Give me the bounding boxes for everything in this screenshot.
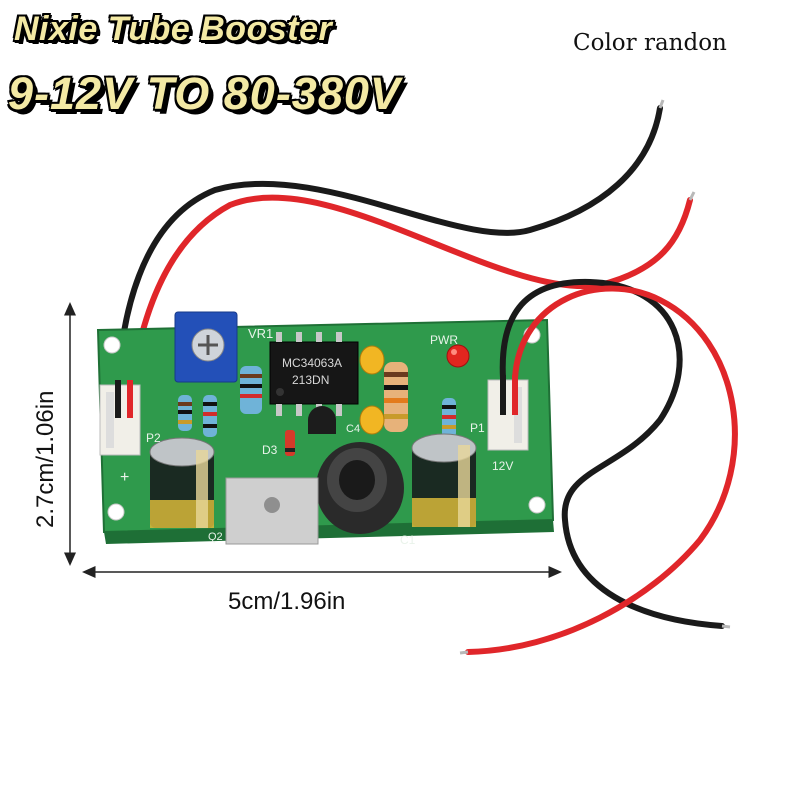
connector-p2 bbox=[99, 380, 141, 456]
diode-d3 bbox=[285, 430, 295, 456]
transistor bbox=[308, 406, 336, 434]
red-wire-right bbox=[465, 285, 738, 655]
black-wire-right bbox=[499, 278, 725, 629]
wire-tip-red-top bbox=[688, 191, 696, 201]
label-q2: Q2 bbox=[208, 531, 223, 543]
height-dimension-label: 2.7cm/1.06in bbox=[32, 390, 59, 528]
product-title: Nixie Tube Booster bbox=[14, 10, 333, 48]
resistor-orange bbox=[384, 362, 408, 432]
label-plus: + bbox=[120, 469, 129, 486]
inductor bbox=[316, 442, 404, 534]
red-wire-left bbox=[127, 194, 693, 398]
wire-tip-black-bottom bbox=[721, 624, 731, 629]
resistor-horizontal bbox=[240, 366, 262, 414]
resistor-vertical-mid bbox=[203, 395, 217, 437]
wire-tip-black-top bbox=[658, 99, 665, 109]
ic-mc34063a: MC34063A 213DN bbox=[269, 332, 359, 416]
label-d3: D3 bbox=[262, 443, 278, 457]
capacitor-c4-yellow-bottom bbox=[359, 405, 385, 435]
label-p1: P1 bbox=[470, 421, 485, 435]
wire-tip-red-bottom bbox=[459, 650, 469, 655]
label-pwr: PWR bbox=[430, 333, 458, 347]
connector-p1 bbox=[487, 375, 529, 451]
pwr-led bbox=[446, 344, 470, 368]
label-c1: C1 bbox=[400, 533, 416, 547]
label-p2: P2 bbox=[146, 431, 161, 445]
color-note: Color randon bbox=[573, 30, 727, 56]
ic-label-line1: MC34063A bbox=[282, 356, 342, 370]
label-12v: 12V bbox=[492, 459, 513, 473]
resistor-right bbox=[442, 398, 456, 438]
width-dimension-label: 5cm/1.96in bbox=[228, 588, 346, 615]
ic-label-line2: 213DN bbox=[292, 373, 329, 387]
label-vr1: VR1 bbox=[248, 326, 273, 341]
mosfet-q2 bbox=[225, 477, 319, 545]
resistor-vertical-left bbox=[178, 395, 192, 431]
potentiometer-vr1 bbox=[174, 311, 238, 383]
electrolytic-capacitor-c2 bbox=[149, 437, 215, 528]
capacitor-c4-yellow-top bbox=[359, 345, 385, 375]
black-wire-left bbox=[115, 105, 663, 398]
voltage-range: 9-12V TO 80-380V bbox=[8, 68, 401, 119]
electrolytic-capacitor-c1 bbox=[411, 433, 477, 527]
label-c4: C4 bbox=[346, 423, 360, 435]
